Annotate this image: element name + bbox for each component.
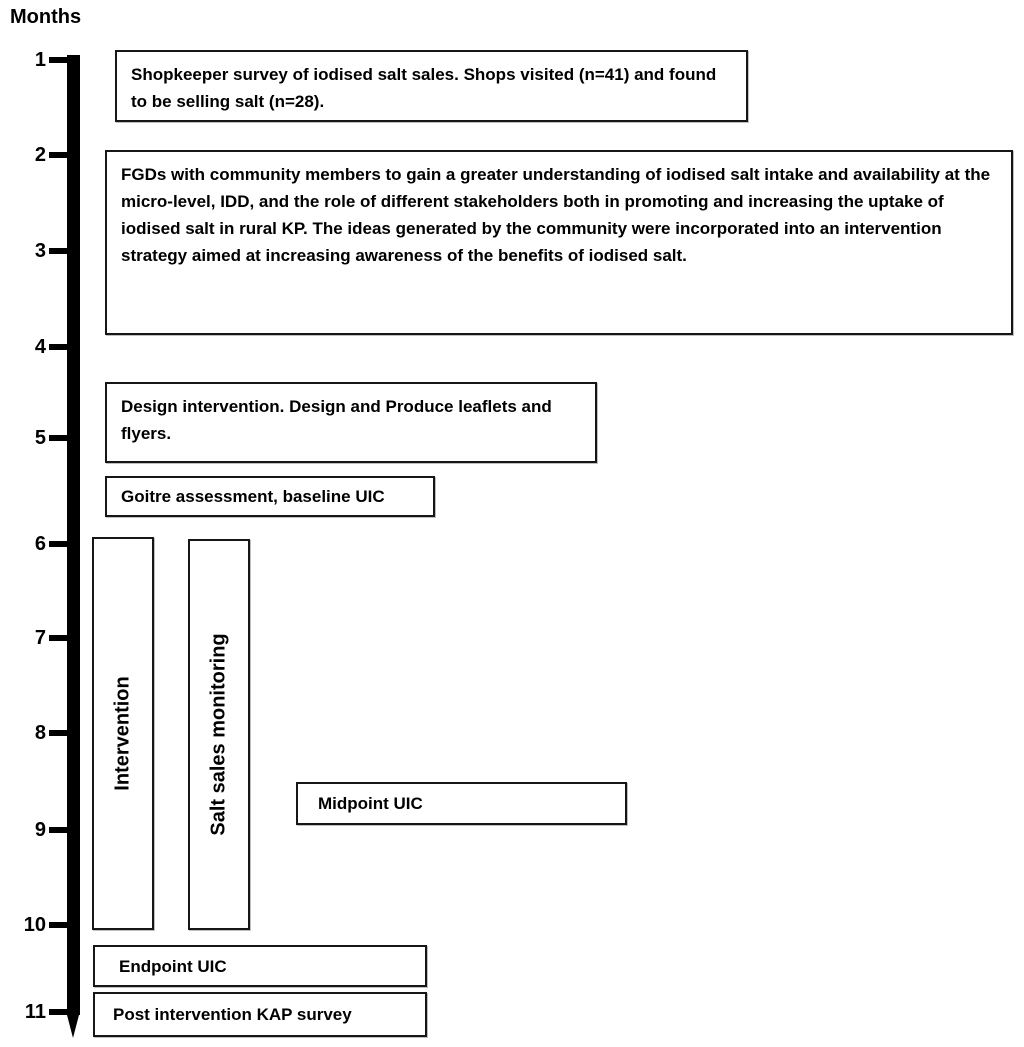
month-tick [49,827,68,833]
activity-box-fgds: FGDs with community members to gain a gr… [105,150,1013,335]
month-tick [49,541,68,547]
activity-box-intervention: Intervention [92,537,154,930]
month-tick [49,730,68,736]
axis-title: Months [10,6,82,28]
month-tick [49,344,68,350]
month-label: 7 [34,627,46,649]
month-tick [49,635,68,641]
month-label: 2 [34,144,46,166]
timeline-axis-bar [67,55,80,1015]
month-label: 9 [34,819,46,841]
activity-box-post-intervention-kap: Post intervention KAP survey [93,992,427,1037]
month-tick [49,435,68,441]
activity-box-design-intervention: Design intervention. Design and Produce … [105,382,597,463]
month-label: 3 [34,240,46,262]
month-label: 5 [34,427,46,449]
timeline-axis-arrow-tip [67,1015,79,1038]
activity-box-shopkeeper-survey: Shopkeeper survey of iodised salt sales.… [115,50,748,122]
month-tick [49,248,68,254]
activity-box-salt-sales-monitoring: Salt sales monitoring [188,539,250,930]
month-label: 1 [34,49,46,71]
month-label: 6 [34,533,46,555]
month-label: 8 [34,722,46,744]
month-tick [49,922,68,928]
month-label: 4 [34,336,46,358]
month-label: 10 [23,914,46,936]
month-tick [49,1009,68,1015]
month-tick [49,152,68,158]
activity-box-goitre-assessment: Goitre assessment, baseline UIC [105,476,435,517]
activity-box-intervention-label: Intervention [111,676,134,791]
activity-box-midpoint-uic: Midpoint UIC [296,782,627,825]
activity-box-salt-sales-label: Salt sales monitoring [207,633,230,836]
month-tick [49,57,68,63]
month-label: 11 [24,1001,46,1023]
activity-box-endpoint-uic: Endpoint UIC [93,945,427,987]
